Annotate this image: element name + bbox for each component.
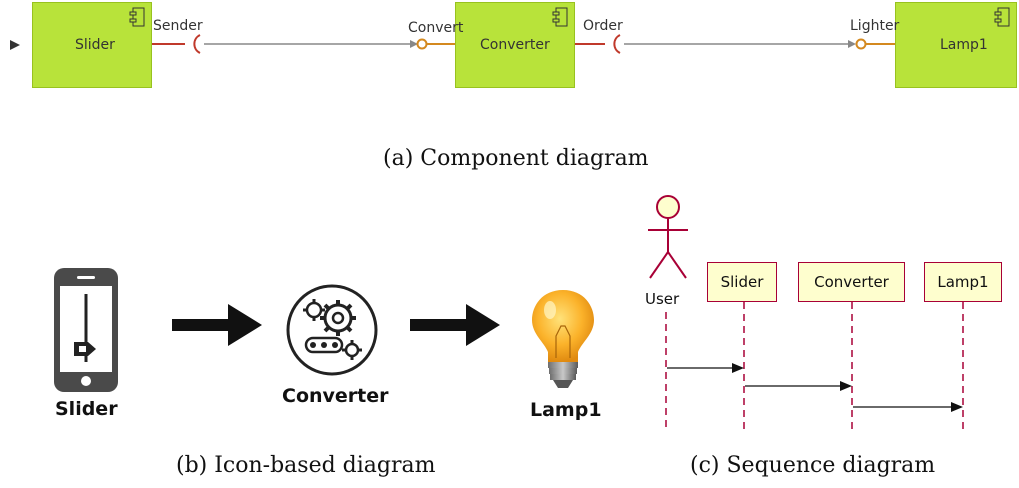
arrow-right-icon	[172, 304, 262, 346]
component-icon	[129, 7, 145, 27]
arrow-right-icon	[410, 304, 500, 346]
order-socket	[613, 34, 621, 54]
lighter-port-lollipop	[855, 38, 867, 50]
component-icon	[552, 7, 568, 27]
component-label: Lamp1	[940, 37, 988, 53]
icon-label-slider: Slider	[55, 398, 118, 420]
caption-icon-diagram: (b) Icon-based diagram	[176, 453, 436, 478]
participant-converter: Converter	[798, 262, 905, 302]
caption-component-diagram: (a) Component diagram	[383, 146, 649, 171]
port-label-sender: Sender	[153, 18, 203, 34]
port-label-lighter: Lighter	[850, 18, 900, 34]
port-label-order: Order	[583, 18, 623, 34]
phone-slider-icon	[54, 268, 118, 392]
component-lamp1: Lamp1	[895, 2, 1017, 88]
caption-sequence-diagram: (c) Sequence diagram	[690, 453, 936, 478]
participant-slider: Slider	[707, 262, 777, 302]
icon-label-converter: Converter	[282, 385, 389, 407]
sender-socket	[193, 34, 201, 54]
actor-label-user: User	[645, 290, 680, 308]
component-label: Slider	[75, 37, 115, 53]
lightbulb-icon	[532, 290, 594, 388]
component-converter: Converter	[455, 2, 575, 88]
convert-port-lollipop	[416, 38, 428, 50]
component-icon	[994, 7, 1010, 27]
component-connectors	[152, 34, 896, 54]
user-actor-icon	[648, 195, 688, 279]
participant-lamp1: Lamp1	[924, 262, 1002, 302]
icon-label-lamp1: Lamp1	[530, 399, 602, 421]
port-label-convert: Convert	[408, 20, 464, 36]
component-slider: Slider	[32, 2, 152, 88]
gears-icon	[286, 284, 378, 376]
play-marker-icon	[10, 40, 20, 50]
component-label: Converter	[480, 37, 550, 53]
